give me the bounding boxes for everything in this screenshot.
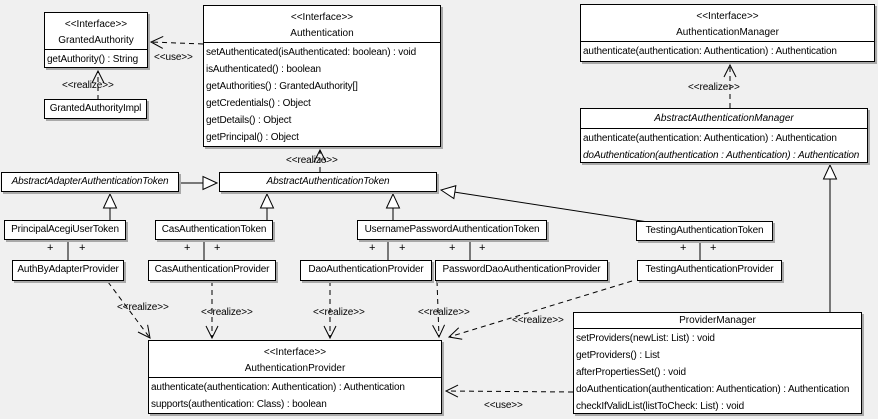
use-label: <<use>> xyxy=(154,52,193,63)
realize-label: <<realize>> xyxy=(512,315,564,326)
method: setAuthenticated(isAuthenticated: boolea… xyxy=(206,47,417,58)
assoc-end-label: + xyxy=(369,242,376,254)
class-name: GrantedAuthority xyxy=(58,35,134,46)
method: isAuthenticated() : boolean xyxy=(206,64,321,75)
realize-label: <<realize>> xyxy=(313,307,365,318)
assoc-end-label: + xyxy=(214,242,221,254)
class-name: Authentication xyxy=(290,28,354,39)
use-authentication-grantedauthority xyxy=(149,36,204,49)
realize-label: <<realize>> xyxy=(286,155,338,166)
use-providermanager-authprovider xyxy=(444,384,574,398)
class-auth-by-adapter-provider[interactable]: AuthByAdapterProvider xyxy=(12,260,124,281)
class-authentication[interactable]: <<Interface>> Authentication setAuthenti… xyxy=(203,5,441,147)
class-header: AbstractAuthenticationManager xyxy=(581,109,867,128)
assoc-end-label: + xyxy=(399,242,406,254)
method: supports(authentication: Class) : boolea… xyxy=(151,399,327,410)
assoc-end-label: + xyxy=(449,242,456,254)
method: doAuthentication(authentication: Authent… xyxy=(576,384,850,395)
assoc-end-label: + xyxy=(710,242,717,254)
class-principal-acegi-user-token[interactable]: PrincipalAcegiUserToken xyxy=(4,220,126,240)
class-testing-authentication-provider[interactable]: TestingAuthenticationProvider xyxy=(637,260,782,281)
stereotype-label: <<Interface>> xyxy=(290,12,354,23)
class-password-dao-authentication-provider[interactable]: PasswordDaoAuthenticationProvider xyxy=(435,260,608,281)
method-abstract: doAuthentication(authentication : Authen… xyxy=(583,150,860,161)
gen-testingtoken-to-abstracttoken xyxy=(439,185,649,223)
method: getDetails() : Object xyxy=(206,115,292,126)
method: getProviders() : List xyxy=(576,350,660,361)
method: getAuthorities() : GrantedAuthority[] xyxy=(206,81,358,92)
stereotype-label: <<Interface>> xyxy=(64,19,128,30)
realize-label: <<realize>> xyxy=(418,307,470,318)
class-authentication-manager[interactable]: <<Interface>> AuthenticationManager auth… xyxy=(580,4,875,62)
assoc-end-label: + xyxy=(680,242,687,254)
class-cas-authentication-token[interactable]: CasAuthenticationToken xyxy=(155,220,273,240)
realize-label: <<realize>> xyxy=(62,80,114,91)
class-abstract-authentication-manager[interactable]: AbstractAuthenticationManager authentica… xyxy=(580,108,868,163)
method: setProviders(newList: List) : void xyxy=(576,333,715,344)
assoc-end-label: + xyxy=(479,242,486,254)
method: getCredentials() : Object xyxy=(206,98,311,109)
assoc-end-label: + xyxy=(184,242,191,254)
realize-label: <<realize>> xyxy=(688,82,740,93)
class-provider-manager[interactable]: ProviderManager setProviders(newList: Li… xyxy=(573,312,862,414)
class-name: AbstractAuthenticationManager xyxy=(654,113,794,124)
realize-testingprovider-authprovider xyxy=(447,280,633,340)
methods-compartment: authenticate(authentication: Authenticat… xyxy=(149,377,441,413)
methods-compartment: getAuthority() : String xyxy=(45,49,147,67)
class-header: <<Interface>> AuthenticationManager xyxy=(581,5,874,41)
assoc-end-label: + xyxy=(47,242,54,254)
methods-compartment: setProviders(newList: List) : void getPr… xyxy=(574,328,861,413)
method: getAuthority() : String xyxy=(47,54,139,65)
use-label: <<use>> xyxy=(484,400,523,411)
class-authentication-provider[interactable]: <<Interface>> AuthenticationProvider aut… xyxy=(148,340,442,414)
methods-compartment: authenticate(authentication: Authenticat… xyxy=(581,41,874,60)
method: authenticate(authentication: Authenticat… xyxy=(583,133,837,144)
class-name: ProviderManager xyxy=(679,315,756,326)
class-abstract-authentication-token[interactable]: AbstractAuthenticationToken xyxy=(219,172,437,192)
class-cas-authentication-provider[interactable]: CasAuthenticationProvider xyxy=(148,260,276,281)
class-granted-authority[interactable]: <<Interface>> GrantedAuthority getAuthor… xyxy=(44,12,148,68)
methods-compartment: setAuthenticated(isAuthenticated: boolea… xyxy=(204,42,440,146)
class-name: AuthenticationManager xyxy=(676,27,779,38)
class-granted-authority-impl[interactable]: GrantedAuthorityImpl xyxy=(44,99,147,119)
class-header: ProviderManager xyxy=(574,313,861,328)
class-header: <<Interface>> GrantedAuthority xyxy=(45,13,147,49)
class-username-password-authentication-token[interactable]: UsernamePasswordAuthenticationToken xyxy=(357,220,547,240)
stereotype-label: <<Interface>> xyxy=(696,11,759,22)
method: afterPropertiesSet() : void xyxy=(576,367,686,378)
methods-compartment: authenticate(authentication: Authenticat… xyxy=(581,128,867,162)
class-name: AuthenticationProvider xyxy=(244,363,346,374)
class-testing-authentication-token[interactable]: TestingAuthenticationToken xyxy=(636,221,773,241)
method: getPrincipal() : Object xyxy=(206,132,299,143)
method: checkIfValidList(listToCheck: List) : vo… xyxy=(576,401,745,412)
class-header: <<Interface>> Authentication xyxy=(204,6,440,42)
class-header: <<Interface>> AuthenticationProvider xyxy=(149,341,441,377)
assoc-end-label: + xyxy=(79,242,86,254)
class-dao-authentication-provider[interactable]: DaoAuthenticationProvider xyxy=(300,260,432,281)
realize-label: <<realize>> xyxy=(117,302,169,313)
method: authenticate(authentication: Authenticat… xyxy=(583,46,837,57)
stereotype-label: <<Interface>> xyxy=(263,347,327,358)
realize-authbyadapter-authprovider xyxy=(107,281,151,339)
realize-passworddao-authprovider xyxy=(432,280,446,339)
method: authenticate(authentication: Authenticat… xyxy=(151,382,405,393)
realize-label: <<realize>> xyxy=(201,307,253,318)
class-abstract-adapter-authentication-token[interactable]: AbstractAdapterAuthenticationToken xyxy=(1,172,179,192)
